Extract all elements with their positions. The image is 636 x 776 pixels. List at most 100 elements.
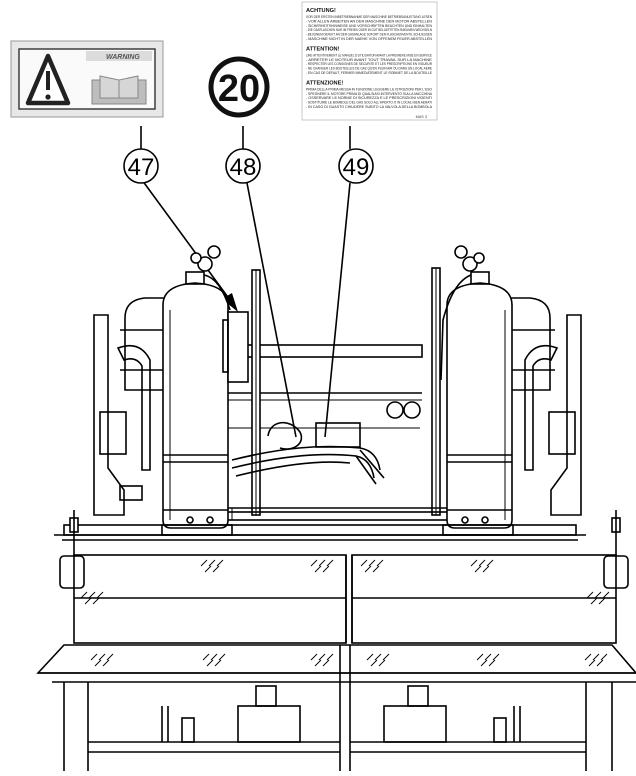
non-slip-mark [370,659,378,667]
non-slip-mark [360,559,368,567]
non-slip-mark [592,653,600,661]
manual-book-icon [91,75,147,105]
non-slip-mark [602,591,610,599]
non-slip-mark [314,659,322,667]
notice-line: - SOSTITUIRE LE BOMBOLE DEL GAS SOLO ALL… [306,101,432,105]
non-slip-mark [200,559,208,567]
callout-47: 47 [123,148,159,184]
notice-line: - NE CHANGER LES BOUTEILLES DE GAZ QU'EN… [306,67,432,71]
warning-triangle-icon [25,53,71,106]
non-slip-mark [212,565,220,573]
non-slip-mark [476,653,484,661]
machine-frame [221,267,470,521]
non-slip-mark [598,597,606,605]
non-slip-mark [488,659,496,667]
non-slip-mark [208,559,216,567]
non-slip-mark [474,565,482,573]
non-slip-mark [366,653,374,661]
notice-line: - MASCHINE NICHT IN DER NAEHE VON OFFENE… [306,37,432,41]
non-slip-mark [322,659,330,667]
right-gas-cylinder-assembly [440,245,582,536]
non-slip-mark [204,565,212,573]
non-slip-mark [470,559,478,567]
notice-line: - SPEGNERE IL MOTORE PRIMA DI QUALSIASI … [306,92,433,96]
notice-line: VOR DER ERSTEN INBETRIEBNAHME DER MASCHI… [306,15,432,19]
non-slip-mark [314,565,322,573]
warning-sticker: WARNING [10,40,164,118]
non-slip-mark [206,659,214,667]
non-slip-mark [92,597,100,605]
non-slip-mark [326,559,334,567]
non-slip-mark [216,559,224,567]
notice-line: - OSSERVARE LE NORME DI SICUREZZA E LE P… [306,96,432,100]
non-slip-mark [368,559,376,567]
speed-badge: 20 [208,56,270,118]
non-slip-mark [210,653,218,661]
non-slip-mark [492,653,500,661]
notice-line: PRIMA DELLA PRIMA MESSA IN FUNZIONE LEGG… [306,87,432,91]
callout-48-number: 48 [230,154,257,181]
non-slip-mark [322,565,330,573]
notice-line: - RESPECTER LES CONSIGNES DE SECURITE ET… [306,62,432,66]
non-slip-mark [378,659,386,667]
speed-badge-number: 20 [218,68,260,110]
non-slip-mark [94,659,102,667]
notice-line: - EN CAS DE DEFAUT, FERMER IMMEDIATEMENT… [306,71,433,75]
warning-header-text: WARNING [106,54,140,61]
notice-heading: ACHTUNG! [306,8,336,14]
non-slip-mark [374,653,382,661]
non-slip-mark [484,653,492,661]
notice-line: - IN CASO DI GUASTO CHIUDERE SUBITO LA V… [306,105,433,109]
notice-line: - DIE GASFLASCHEN NUR IM FREIEN ODER IN … [306,28,432,32]
notice-line: - VOR ALLEN ARBEITEN AN DER MASCHINE DEN… [306,19,432,23]
notice-heading: ATTENTION! [306,46,340,52]
non-slip-mark [202,653,210,661]
non-slip-mark [98,653,106,661]
non-slip-mark [486,559,494,567]
notice-text-block: ACHTUNG!VOR DER ERSTEN INBETRIEBNAHME DE… [306,8,433,109]
non-slip-mark [364,565,372,573]
notice-heading: ATTENZIONE! [306,80,343,86]
non-slip-mark [594,591,602,599]
non-slip-mark [382,653,390,661]
non-slip-mark [84,597,92,605]
notice-line: LIRE ATTENTIVEMENT LE MANUEL D'UTILISATI… [306,53,432,57]
non-slip-mark [88,591,96,599]
non-slip-mark [600,653,608,661]
callout-49: 49 [338,148,374,184]
callout-48: 48 [225,148,261,184]
non-slip-surface-markings [80,559,610,667]
non-slip-mark [214,659,222,667]
non-slip-mark [318,559,326,567]
non-slip-mark [586,591,594,599]
notice-line: - ARRETER LE MOTEUR AVANT TOUT TRAVAIL S… [306,58,433,62]
callout-49-number: 49 [343,154,370,181]
notice-sticker: ACHTUNG!VOR DER ERSTEN INBETRIEBNAHME DE… [301,1,438,121]
non-slip-mark [596,659,604,667]
non-slip-mark [106,653,114,661]
non-slip-mark [90,653,98,661]
notice-line: - BEI EINEM DEFEKT AN DER GASANLAGE SOFO… [306,33,432,37]
callout-leaders [140,126,351,438]
non-slip-mark [588,659,596,667]
non-slip-mark [310,653,318,661]
machine-base [36,510,636,771]
non-slip-mark [318,653,326,661]
non-slip-mark [372,565,380,573]
non-slip-mark [482,565,490,573]
non-slip-mark [478,559,486,567]
non-slip-mark [310,559,318,567]
non-slip-mark [102,659,110,667]
non-slip-mark [80,591,88,599]
callout-47-number: 47 [128,154,155,181]
non-slip-mark [590,597,598,605]
notice-line: - SICHERHEITSHINWEISE UND VORSCHRIFTEN B… [306,24,432,28]
non-slip-mark [376,559,384,567]
left-gas-cylinder-assembly [93,245,249,536]
notice-code: MAS 3 [416,115,427,119]
non-slip-mark [96,591,104,599]
non-slip-mark [584,653,592,661]
non-slip-mark [326,653,334,661]
non-slip-mark [480,659,488,667]
